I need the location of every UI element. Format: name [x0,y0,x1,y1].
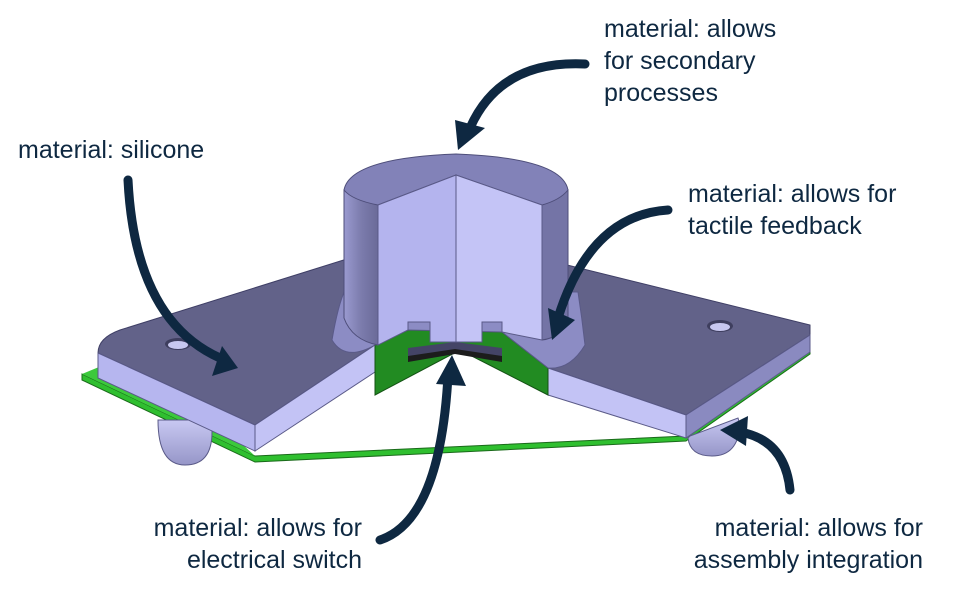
arrow-assembly [735,427,795,495]
label-assembly-line-1: material: allows for [714,514,923,542]
arrowhead-tactile [548,308,575,340]
label-secondary-line-2: for secondary [604,47,756,75]
arrowhead-secondary [455,120,485,150]
label-switch-line-2: electrical switch [186,546,362,574]
label-assembly-integration: material: allows for assembly integratio… [655,512,923,576]
label-secondary-line-1: material: allows [604,15,777,43]
arrow-tactile [553,205,673,323]
label-secondary-line-3: processes [604,79,718,107]
label-assembly-line-2: assembly integration [693,546,923,574]
label-tactile-feedback: material: allows for tactile feedback [688,178,896,242]
label-switch-line-1: material: allows for [153,514,362,542]
arrowhead-switch [436,355,466,386]
key-cap [331,153,586,369]
label-silicone-line-1: material: silicone [18,136,205,164]
label-tactile-line-1: material: allows for [688,180,897,208]
callout-arrows [123,59,795,545]
arrowhead-silicone [212,346,238,376]
arrow-switch [375,371,453,545]
arrow-heads [212,120,748,446]
label-tactile-line-2: tactile feedback [688,212,862,240]
arrowhead-assembly [720,416,748,446]
label-electrical-switch: material: allows for electrical switch [118,512,362,576]
switch-pcb-section [374,329,549,396]
arrow-silicone [123,175,225,363]
arrow-secondary [465,59,590,133]
label-secondary-processes: material: allows for secondary processes [604,13,776,109]
label-silicone: material: silicone [18,134,204,166]
